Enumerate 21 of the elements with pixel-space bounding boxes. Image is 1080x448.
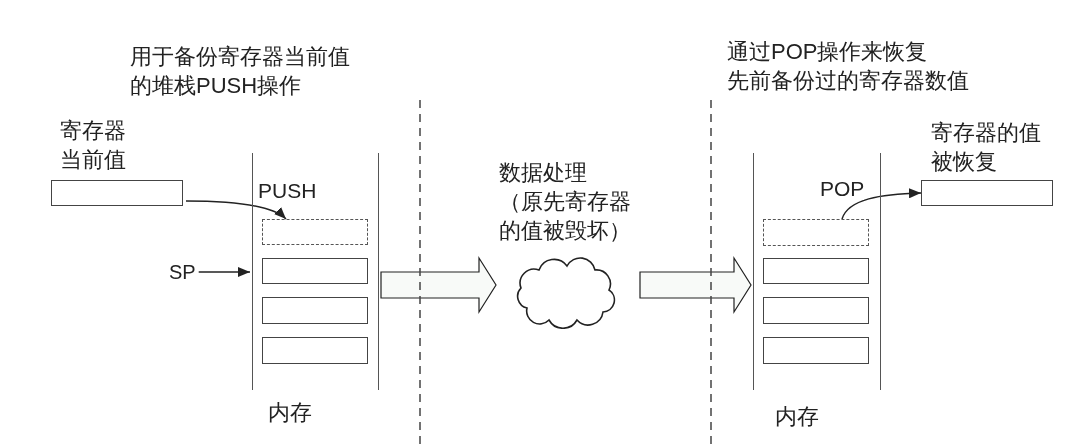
- section-heading: 通过POP操作来恢复先前备份过的寄存器数值: [727, 38, 970, 95]
- stack-slot: [262, 258, 368, 284]
- dashed-slot: [262, 219, 368, 245]
- stack-slot: [763, 337, 869, 364]
- dashed-slot: [763, 219, 869, 246]
- stack-slot: [262, 337, 368, 364]
- cloud-caption: 数据处理（原先寄存器的值被毁坏）: [499, 159, 632, 245]
- pointer-label: SP: [169, 259, 196, 285]
- section-heading: 用于备份寄存器当前值的堆栈PUSH操作: [130, 43, 351, 100]
- register-label: 寄存器当前值: [60, 117, 127, 174]
- arrow: [185, 200, 287, 220]
- stack-slot: [262, 297, 368, 324]
- memory-label: 内存: [268, 401, 312, 425]
- arrow: [197, 267, 251, 277]
- stack-slot: [763, 258, 869, 284]
- block-arrow: [380, 255, 497, 315]
- arrow: [841, 188, 922, 220]
- block-arrow: [639, 255, 752, 315]
- stack-slot: [763, 297, 869, 324]
- register-label: 寄存器的值被恢复: [931, 119, 1042, 176]
- memory-label: 内存: [775, 405, 819, 429]
